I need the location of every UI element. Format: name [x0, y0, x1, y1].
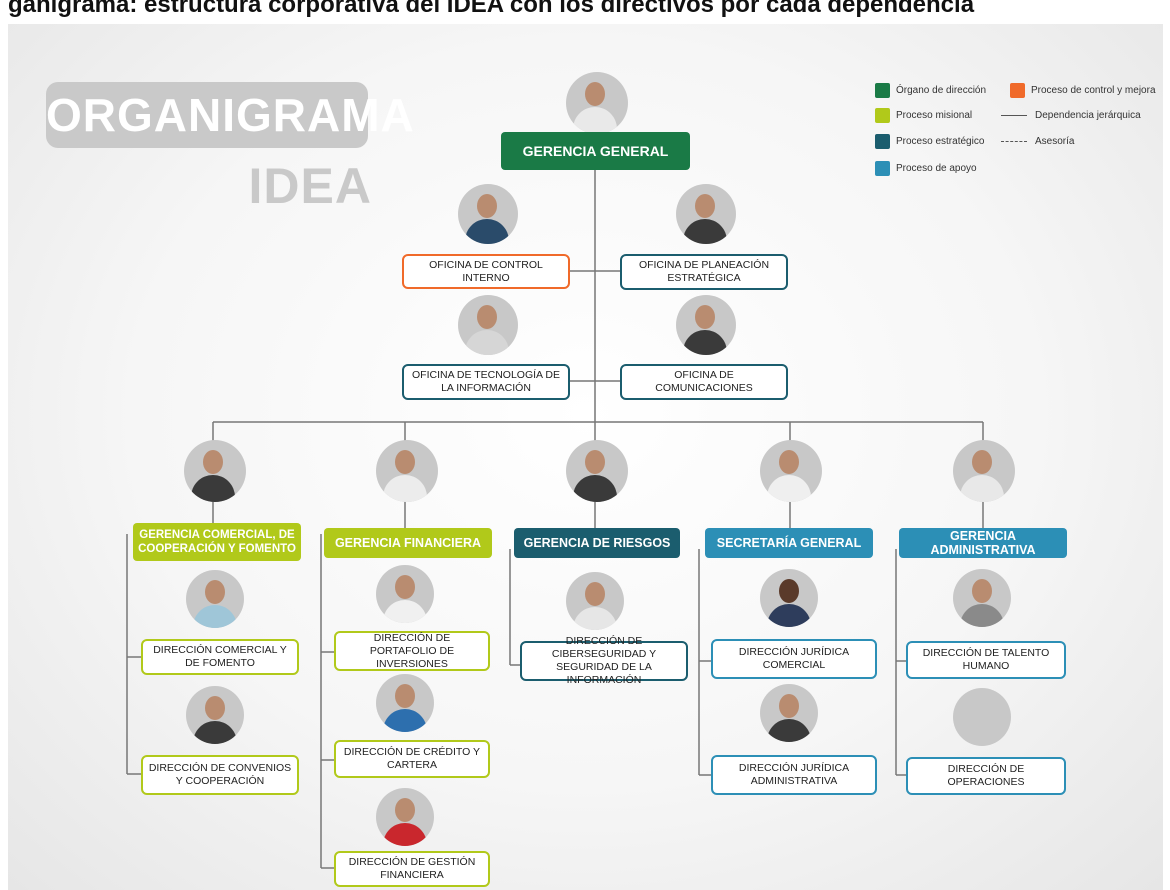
direccion-convenios: DIRECCIÓN DE CONVENIOS Y COOPERACIÓN [141, 755, 299, 795]
direccion-ciberseguridad: DIRECCIÓN DE CIBERSEGURIDAD Y SEGURIDAD … [520, 635, 688, 686]
gerencia-comercial-header: GERENCIA COMERCIAL, DE COOPERACIÓN Y FOM… [133, 523, 301, 561]
avatar [376, 788, 434, 846]
avatar [676, 295, 736, 355]
direccion-credito: DIRECCIÓN DE CRÉDITO Y CARTERA [334, 740, 490, 778]
avatar [676, 184, 736, 244]
oficina-planeacion: OFICINA DE PLANEACIÓN ESTRATÉGICA [620, 254, 788, 290]
avatar [184, 440, 246, 502]
logo-idea: IDEA [248, 158, 372, 214]
legend-item-control: Proceso de control y mejora [1010, 83, 1156, 98]
dashed-line-sample [1001, 141, 1027, 142]
direccion-gestion-financiera: DIRECCIÓN DE GESTIÓN FINANCIERA [334, 851, 490, 887]
direccion-comercial-fomento: DIRECCIÓN COMERCIAL Y DE FOMENTO [141, 639, 299, 675]
avatar [760, 440, 822, 502]
org-chart-canvas: ORGANIGRAMA IDEA Órgano de dirección Pro… [8, 24, 1163, 890]
solid-line-sample [1001, 115, 1027, 116]
direccion-juridica-comercial: DIRECCIÓN JURÍDICA COMERCIAL [711, 639, 877, 679]
avatar [760, 684, 818, 742]
legend-swatch [875, 108, 890, 123]
legend-swatch [875, 83, 890, 98]
top-caption: ganigrama: estructura corporativa del ID… [8, 0, 975, 17]
direccion-talento-humano: DIRECCIÓN DE TALENTO HUMANO [906, 641, 1066, 679]
gerencia-general-header: GERENCIA GENERAL [501, 132, 690, 170]
avatar [458, 295, 518, 355]
gerencia-riesgos-header: GERENCIA DE RIESGOS [514, 528, 680, 558]
avatar [186, 570, 244, 628]
avatar [953, 569, 1011, 627]
direccion-juridica-administrativa: DIRECCIÓN JURÍDICA ADMINISTRATIVA [711, 755, 877, 795]
legend-item-direccion: Órgano de dirección [875, 83, 986, 98]
legend-swatch [875, 134, 890, 149]
legend-item-apoyo: Proceso de apoyo [875, 161, 977, 176]
legend-item-misional: Proceso misional [875, 108, 972, 123]
avatar [566, 72, 628, 134]
legend-swatch [875, 161, 890, 176]
legend-item-asesoria: Asesoría [1001, 136, 1074, 147]
avatar [953, 440, 1015, 502]
avatar [376, 674, 434, 732]
direccion-portafolio: DIRECCIÓN DE PORTAFOLIO DE INVERSIONES [334, 631, 490, 671]
avatar [376, 440, 438, 502]
logo-organigrama: ORGANIGRAMA [46, 82, 414, 148]
secretaria-general-header: SECRETARÍA GENERAL [705, 528, 873, 558]
connector-lines [126, 169, 984, 869]
gerencia-administrativa-header: GERENCIA ADMINISTRATIVA [899, 528, 1067, 558]
legend-item-jerarquica: Dependencia jerárquica [1001, 110, 1141, 121]
avatar [186, 686, 244, 744]
legend-item-estrategico: Proceso estratégico [875, 134, 984, 149]
avatar [566, 572, 624, 630]
avatar [376, 565, 434, 623]
direccion-operaciones: DIRECCIÓN DE OPERACIONES [906, 757, 1066, 795]
gerencia-financiera-header: GERENCIA FINANCIERA [324, 528, 492, 558]
avatar [458, 184, 518, 244]
avatar-placeholder [953, 688, 1011, 746]
oficina-control-interno: OFICINA DE CONTROL INTERNO [402, 254, 570, 289]
legend-swatch [1010, 83, 1025, 98]
avatar [566, 440, 628, 502]
oficina-tecnologia: OFICINA DE TECNOLOGÍA DE LA INFORMACIÓN [402, 364, 570, 400]
avatar [760, 569, 818, 627]
oficina-comunicaciones: OFICINA DE COMUNICACIONES [620, 364, 788, 400]
